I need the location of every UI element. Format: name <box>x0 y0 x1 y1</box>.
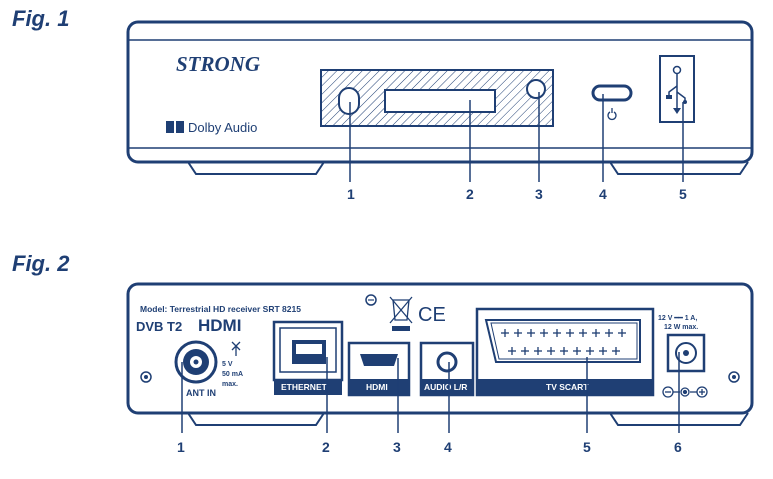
fig2-title: Fig. 2 <box>12 251 70 276</box>
model-label: Model: Terrestrial HD receiver SRT 8215 <box>140 304 301 314</box>
scart-port-icon <box>475 307 655 397</box>
brand-logo: STRONG <box>176 52 260 76</box>
fig1-callout-3: 3 <box>535 186 543 202</box>
weee-bin-icon <box>389 296 413 331</box>
screw-icon <box>140 371 152 383</box>
ant-power-ma: 50 mA <box>222 371 243 378</box>
front-panel <box>126 20 754 175</box>
fig2-callout-3: 3 <box>393 439 401 455</box>
audio-port-icon <box>419 341 475 397</box>
hdmi-label: HDMI <box>366 382 388 392</box>
antenna-input-icon <box>174 340 241 384</box>
ce-mark: CE <box>418 304 446 326</box>
ant-power-max: max. <box>222 381 238 388</box>
fig1-callout-4: 4 <box>599 186 607 202</box>
ir-receiver-icon <box>338 87 360 115</box>
fig2-callout-2: 2 <box>322 439 330 455</box>
screw-icon <box>365 294 377 306</box>
fig2-callout-5: 5 <box>583 439 591 455</box>
hdmi-logo: HDMI <box>198 316 241 335</box>
ethernet-label: ETHERNET <box>281 382 328 392</box>
ethernet-port-icon <box>272 320 344 395</box>
fig1-callout-1: 1 <box>347 186 355 202</box>
audio-label: AUDIO L/R <box>424 382 467 392</box>
fig2-callout-1: 1 <box>177 439 185 455</box>
fig1-callout-5: 5 <box>679 186 687 202</box>
dvbt2-logo: DVB T2 <box>136 319 182 334</box>
power-rating-b: 12 W max. <box>664 324 698 331</box>
hdmi-port-icon <box>347 341 411 397</box>
scart-label: TV SCART <box>546 382 589 392</box>
fig2-callout-6: 6 <box>674 439 682 455</box>
fig1-title: Fig. 1 <box>12 6 70 31</box>
fig1-callout-lines <box>349 92 684 182</box>
power-button-icon <box>591 84 633 102</box>
dolby-logo-icon <box>166 121 184 133</box>
dolby-label: Dolby Audio <box>188 120 257 135</box>
ant-in-label: ANT IN <box>186 388 216 398</box>
display-icon <box>384 89 496 113</box>
dc-power-jack-icon <box>666 333 706 373</box>
fig1-callout-2: 2 <box>466 186 474 202</box>
led-indicator-icon <box>526 79 546 99</box>
fig2-callout-4: 4 <box>444 439 452 455</box>
screw-icon <box>728 371 740 383</box>
fig2-callout-lines <box>181 352 680 433</box>
ant-power-v: 5 V <box>222 361 233 368</box>
power-rating-a: 12 V ━━ 1 A, <box>658 315 697 322</box>
